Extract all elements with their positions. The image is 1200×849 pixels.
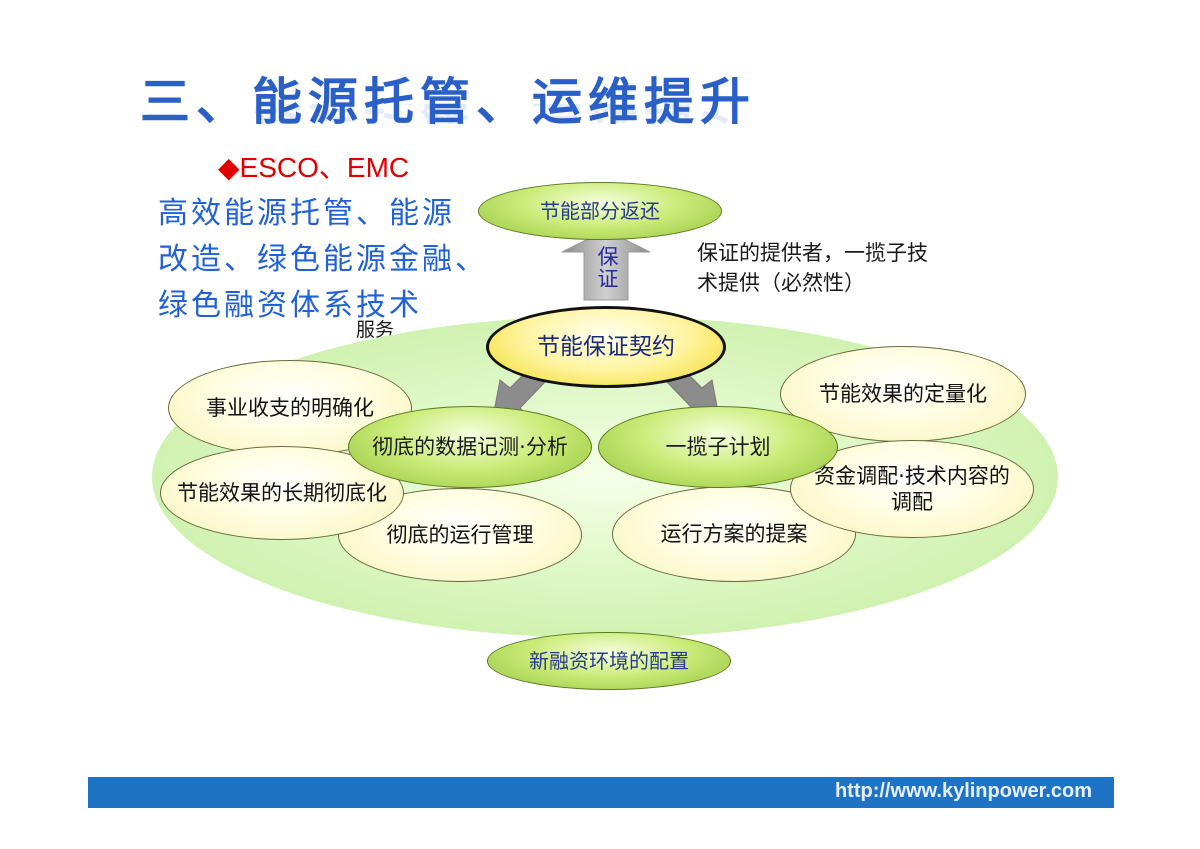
esco-subtitle-text: ESCO、EMC bbox=[239, 152, 410, 183]
guarantee-arrow-label: 保证 bbox=[597, 245, 619, 292]
node-package-plan: 一揽子计划 bbox=[598, 406, 838, 488]
footer-bar: http://www.kylinpower.com bbox=[88, 777, 1114, 808]
esco-subtitle: ◆ESCO、EMC bbox=[218, 146, 409, 186]
node-energy-guarantee-contract: 节能保证契约 bbox=[486, 306, 726, 388]
node-new-financing: 新融资环境的配置 bbox=[487, 632, 731, 690]
footer-url: http://www.kylinpower.com bbox=[834, 780, 1092, 802]
page-title: 三、能源托管、运维提升 bbox=[140, 72, 756, 131]
up-arrow-icon bbox=[561, 229, 651, 301]
description-line-3: 绿色融资体系技术 bbox=[158, 288, 422, 323]
note-line-2: 术提供（必然性） bbox=[697, 271, 865, 295]
description-line-2: 改造、绿色能源金融、 bbox=[158, 242, 488, 277]
node-energy-saving-return: 节能部分返还 bbox=[478, 182, 722, 240]
description-line-1: 高效能源托管、能源 bbox=[158, 196, 455, 231]
node-data-measurement: 彻底的数据记测·分析 bbox=[348, 406, 592, 488]
note-line-1: 保证的提供者，一揽子技 bbox=[697, 241, 928, 265]
diamond-bullet-icon: ◆ bbox=[218, 152, 240, 183]
